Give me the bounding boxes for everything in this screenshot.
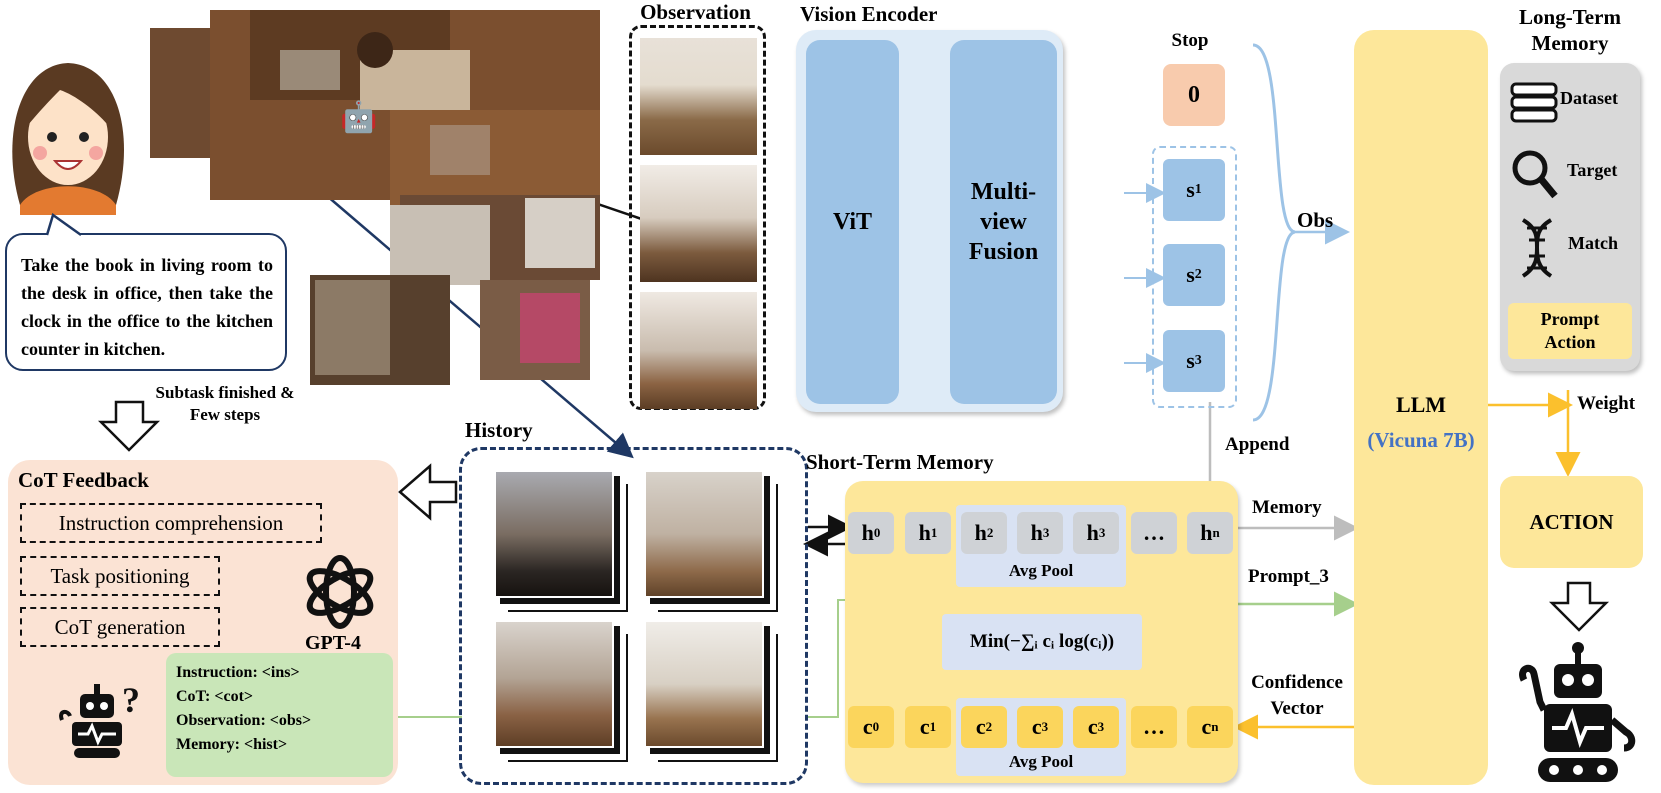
state-group xyxy=(1152,146,1237,408)
instruction-text: Take the book in living room to the desk… xyxy=(21,255,273,359)
history-panel xyxy=(459,447,808,785)
stop-label: Stop xyxy=(1171,30,1209,51)
subtask-hollow-arrow xyxy=(97,400,161,452)
observation-title: Observation xyxy=(640,0,751,24)
cot-step-generation: CoT generation xyxy=(20,607,220,647)
history-to-cot-hollow-arrow xyxy=(398,463,458,521)
floor-map: 🤖 xyxy=(150,10,605,385)
prompt-flow-label: Prompt_3 xyxy=(1248,566,1329,587)
lt-step-match: Match xyxy=(1568,233,1618,253)
observation-image-3 xyxy=(640,292,757,409)
prompt-action-box: Prompt Action xyxy=(1508,303,1632,359)
dna-icon xyxy=(1521,218,1553,278)
bubble-tail xyxy=(45,213,82,237)
confused-robot-icon: ? xyxy=(59,680,140,758)
gpt-label: GPT-4 xyxy=(305,632,361,654)
llm-model: (Vicuna 7B) xyxy=(1367,428,1475,452)
history-image-1 xyxy=(494,470,614,598)
entropy-formula: Min(−∑ᵢ cᵢ log(cᵢ)) xyxy=(942,614,1142,670)
prompt-line-instruction: Instruction: <ins> xyxy=(176,664,300,681)
history-image-4 xyxy=(644,620,764,748)
prompt-line-cot: CoT: <cot> xyxy=(176,688,254,705)
action-box: ACTION xyxy=(1500,476,1643,568)
cot-step-comprehension: Instruction comprehension xyxy=(20,503,322,543)
prompt-line-observation: Observation: <obs> xyxy=(176,712,312,729)
history-title: History xyxy=(465,418,533,442)
stop-value: 0 xyxy=(1163,64,1225,126)
history-image-3 xyxy=(494,620,614,748)
observation-panel xyxy=(629,25,766,410)
books-icon xyxy=(1510,82,1558,123)
append-label: Append xyxy=(1225,434,1290,455)
cot-feedback-title: CoT Feedback xyxy=(18,468,149,492)
obs-label: Obs xyxy=(1297,208,1334,232)
prompt-box: Instruction: <ins> CoT: <cot> Observatio… xyxy=(166,653,393,777)
prompt-line-memory: Memory: <hist> xyxy=(176,736,288,753)
llm-block xyxy=(1354,30,1488,785)
long-term-title: Long-Term Memory xyxy=(1519,5,1621,55)
h-tile-ellipsis: … xyxy=(1131,512,1177,554)
lt-step-target: Target xyxy=(1567,160,1618,180)
magnifier-icon xyxy=(1512,150,1558,199)
weight-label: Weight xyxy=(1577,393,1636,414)
fusion-block: Multi-view Fusion xyxy=(950,40,1057,404)
vit-block: ViT xyxy=(806,40,899,404)
observation-image-2 xyxy=(640,165,757,282)
short-term-title: Short-Term Memory xyxy=(806,450,994,474)
user-avatar xyxy=(0,55,135,215)
history-image-2 xyxy=(644,470,764,598)
obs-brace xyxy=(1252,43,1296,422)
subtask-label: Subtask finished & Few steps xyxy=(155,383,295,424)
map-robot-icon: 🤖 xyxy=(340,101,378,134)
llm-title: LLM xyxy=(1395,392,1447,417)
c-avgpool-label: Avg Pool xyxy=(1008,752,1074,771)
svg-text:?: ? xyxy=(122,680,140,720)
action-hollow-arrow xyxy=(1548,581,1610,632)
cot-step-positioning: Task positioning xyxy=(20,556,220,596)
c-tile-ellipsis: … xyxy=(1131,706,1177,748)
observation-image-1 xyxy=(640,38,757,155)
vision-encoder-title: Vision Encoder xyxy=(800,2,938,26)
h-avgpool-label: Avg Pool xyxy=(1008,561,1074,580)
robot-icon xyxy=(1519,642,1636,782)
gpt-logo-icon xyxy=(306,555,374,629)
instruction-bubble: Take the book in living room to the desk… xyxy=(5,233,287,371)
lt-step-dataset: Dataset xyxy=(1560,88,1618,108)
map-to-history-arrow xyxy=(284,159,634,459)
memory-flow-label: Memory xyxy=(1252,497,1322,518)
confidence-flow-label: Confidence Vector xyxy=(1251,672,1343,719)
